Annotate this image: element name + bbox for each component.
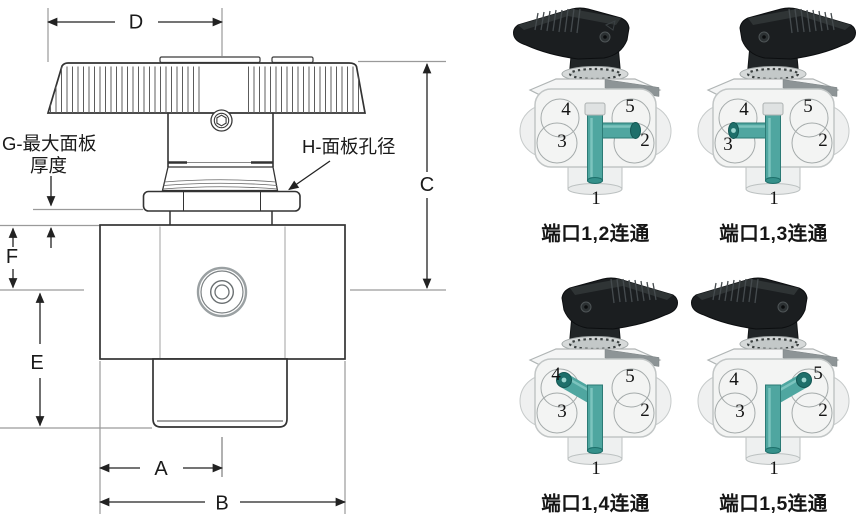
port-number-labels: 4 5 3 2 1 xyxy=(729,363,828,479)
dim-label-f: F xyxy=(6,246,18,268)
port-label-2: 2 xyxy=(640,400,650,421)
valve-caption: 端口1,2连通 xyxy=(541,223,650,245)
g-label-line1: G-最大面板 xyxy=(2,133,97,154)
port-label-5: 5 xyxy=(803,96,813,117)
flow-tube xyxy=(765,372,812,454)
extension-lines xyxy=(0,8,446,514)
port-label-1: 1 xyxy=(591,458,601,478)
dim-label-d: D xyxy=(129,12,143,34)
port-label-5: 5 xyxy=(625,96,635,117)
front-port-circle xyxy=(196,266,248,318)
valve-caption: 端口1,5连通 xyxy=(719,493,828,515)
port-label-5: 5 xyxy=(625,366,635,387)
port-label-4: 4 xyxy=(729,369,739,390)
knob-knurling xyxy=(50,66,363,113)
valve-view-ports-1-2: 4 5 3 2 1 端口1,2连通 xyxy=(508,3,683,246)
valve-caption: 端口1,4连通 xyxy=(541,493,650,515)
port-label-4: 4 xyxy=(561,99,571,120)
port-label-2: 2 xyxy=(818,130,828,151)
dimension-lines xyxy=(8,17,432,507)
port-label-1: 1 xyxy=(591,188,601,208)
valve-view-ports-1-3: 4 5 3 2 1 端口1,3连通 xyxy=(686,3,860,246)
h-label: H-面板孔径 xyxy=(302,136,396,157)
valve-view-ports-1-5: 4 5 3 2 1 端口1,5连通 xyxy=(686,273,860,515)
bottom-port-block xyxy=(152,358,288,428)
port-number-labels: 4 5 3 2 1 xyxy=(551,364,650,479)
dim-label-c: C xyxy=(420,174,434,196)
knob-set-screw-icon xyxy=(210,109,233,132)
port-label-3: 3 xyxy=(723,134,733,155)
stem-and-panel-nut xyxy=(142,113,301,225)
dim-label-a: A xyxy=(154,458,168,480)
valve-handle xyxy=(513,7,630,60)
port-number-labels: 4 5 3 2 1 xyxy=(723,96,828,209)
valve-rendering-4: 4 5 3 2 1 xyxy=(691,277,850,479)
port-label-1: 1 xyxy=(769,188,779,208)
port-label-1: 1 xyxy=(769,458,779,478)
flow-tube xyxy=(556,372,603,454)
g-label-line2: 厚度 xyxy=(30,155,67,176)
port-label-4: 4 xyxy=(551,364,561,385)
valve-handle xyxy=(739,7,856,60)
valve-rendering-2: 4 5 3 2 1 xyxy=(697,7,856,209)
valve-rendering-3: 4 5 3 2 1 xyxy=(519,277,678,479)
knob-handle xyxy=(46,56,367,132)
flow-tube xyxy=(728,102,784,184)
dim-label-b: B xyxy=(215,493,228,515)
port-label-3: 3 xyxy=(735,401,745,422)
valve-body-front xyxy=(99,224,346,428)
dimension-labels: D C F E A B G-最大面板 厚度 H-面板孔径 xyxy=(2,12,434,515)
flow-tube xyxy=(584,102,641,184)
port-label-2: 2 xyxy=(818,400,828,421)
valve-handle xyxy=(691,277,808,330)
valve-caption: 端口1,3连通 xyxy=(719,223,828,245)
port-label-5: 5 xyxy=(813,363,823,384)
valve-handle xyxy=(561,277,678,330)
h-leader-arrow xyxy=(288,160,331,191)
port-label-3: 3 xyxy=(557,401,567,422)
port-label-3: 3 xyxy=(557,131,567,152)
port-label-2: 2 xyxy=(640,130,650,151)
valve-rendering-1: 4 5 3 2 1 xyxy=(513,7,672,209)
dim-label-e: E xyxy=(30,352,43,374)
panel-nut xyxy=(142,190,301,212)
dimension-drawing: D C F E A B G-最大面板 厚度 H-面板孔径 xyxy=(0,8,446,515)
port-label-4: 4 xyxy=(739,99,749,120)
port-number-labels: 4 5 3 2 1 xyxy=(557,96,650,209)
valve-view-ports-1-4: 4 5 3 2 1 端口1,4连通 xyxy=(508,273,683,515)
